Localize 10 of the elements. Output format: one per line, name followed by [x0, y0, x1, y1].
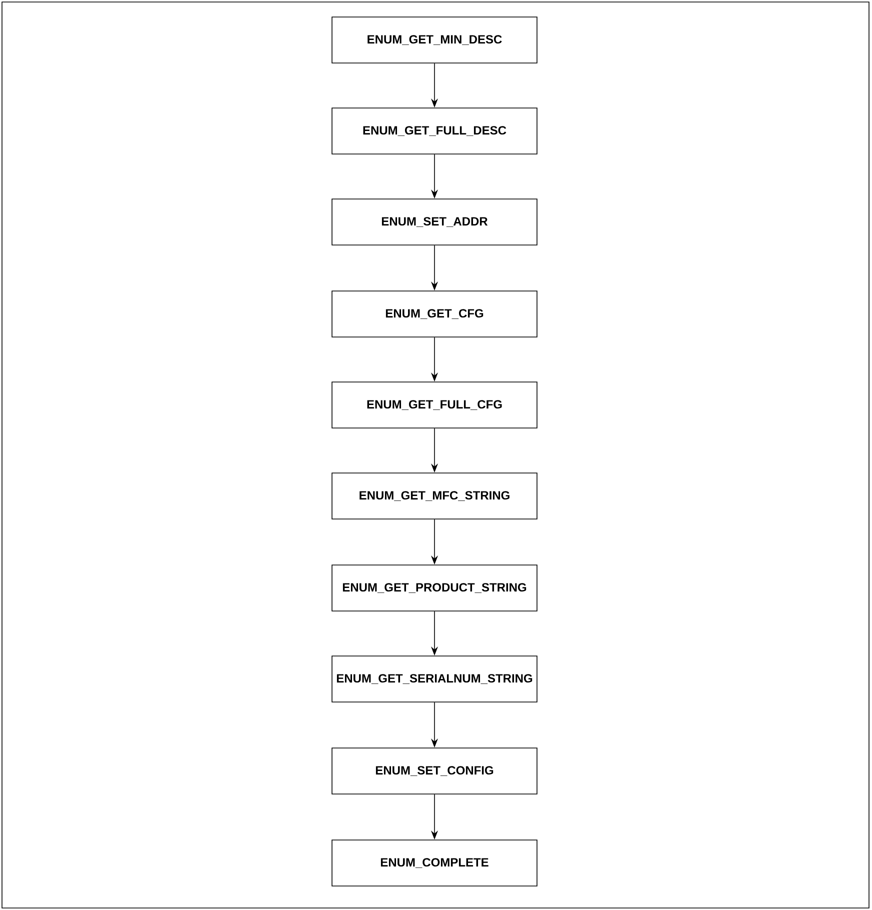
process-box: ENUM_GET_FULL_CFG	[332, 382, 538, 428]
process-box: ENUM_SET_CONFIG	[332, 748, 538, 794]
process-box: ENUM_GET_PRODUCT_STRING	[332, 564, 538, 612]
process-box: ENUM_GET_SERIALNUM_STRING	[332, 656, 538, 702]
process-box: ENUM_GET_FULL_DESC	[332, 108, 538, 154]
process-box: ENUM_GET_MFC_STRING	[332, 472, 538, 520]
process-box: ENUM_SET_ADDR	[332, 198, 538, 246]
process-box: ENUM_COMPLETE	[332, 840, 538, 886]
process-box: ENUM_GET_CFG	[332, 290, 538, 338]
process-box: ENUM_GET_MIN_DESC	[332, 16, 538, 64]
